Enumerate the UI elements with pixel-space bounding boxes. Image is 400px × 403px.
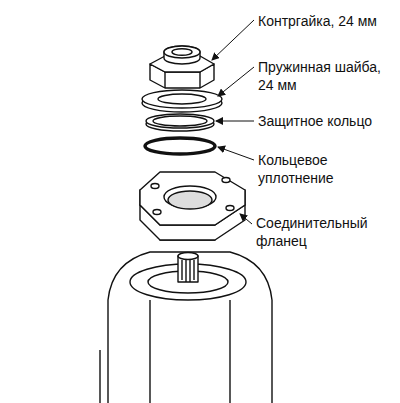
part-label: Пружинная шайба, 24 мм [258, 58, 396, 94]
gear-housing [100, 252, 272, 403]
part-label: Соединительный фланец [256, 214, 394, 250]
spring-washer [142, 90, 222, 112]
part-label: Защитное кольцо [258, 112, 396, 130]
protective-ring [146, 114, 214, 131]
lock-nut [150, 46, 214, 88]
companion-flange [140, 172, 245, 240]
part-label: Кольцевое уплотнение [258, 151, 396, 187]
part-label: Контргайка, 24 мм [258, 12, 396, 30]
o-ring [145, 138, 215, 154]
leader-lines [212, 20, 254, 224]
